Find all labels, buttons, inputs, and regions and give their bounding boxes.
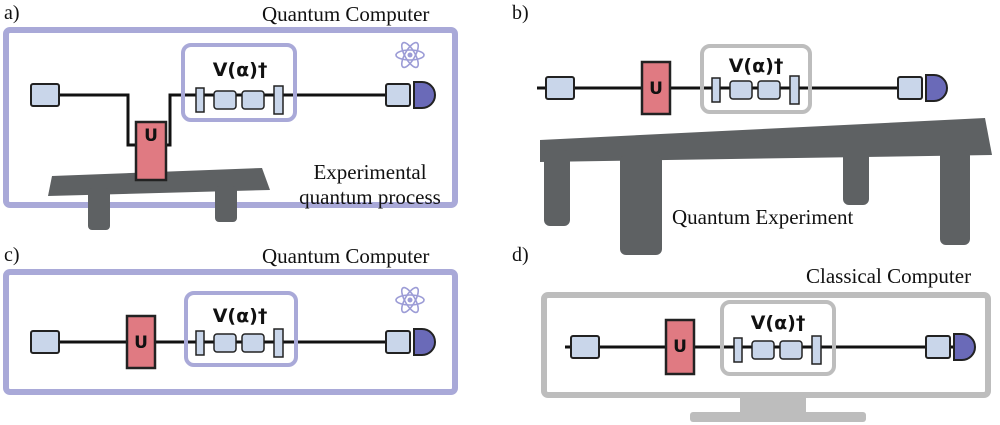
unitary-box-b <box>640 60 672 116</box>
unitary-label-d: U <box>673 337 687 357</box>
detector-icon <box>925 333 976 361</box>
quantum-computer-frame-c <box>3 269 458 395</box>
unitary-label-b: U <box>649 79 663 99</box>
optical-element-icon <box>195 85 284 115</box>
table-b <box>540 118 992 255</box>
panel-letter-b: b) <box>512 2 529 24</box>
variational-frame-b <box>700 44 812 114</box>
source-icon <box>30 330 60 354</box>
unitary-label-c: U <box>134 333 148 353</box>
optical-element-icon <box>711 75 800 105</box>
optical-element-icon <box>733 335 822 365</box>
variational-label-a: V(α)† <box>213 59 268 81</box>
variational-label-d: V(α)† <box>751 312 806 334</box>
detector-icon <box>385 328 436 356</box>
variational-label-b: V(α)† <box>729 55 784 77</box>
detector-icon <box>897 74 948 102</box>
panel-d: U V(α)† <box>541 292 991 422</box>
panel-b: U V(α)† <box>537 44 992 255</box>
monitor-stand <box>690 398 866 422</box>
atom-icon <box>395 39 425 71</box>
process-label-a: Experimental quantum process <box>290 160 450 210</box>
variational-frame-d <box>720 300 836 376</box>
panel-c: U V(α)† <box>3 269 458 395</box>
process-label-line1: Experimental <box>313 160 427 184</box>
unitary-label-a: U <box>144 126 158 146</box>
container-label-d: Classical Computer <box>806 264 972 288</box>
process-label-line2: quantum process <box>299 185 441 209</box>
source-icon <box>545 76 575 100</box>
unitary-box-d <box>664 318 696 376</box>
unitary-box-c <box>125 314 157 370</box>
container-label-a: Quantum Computer <box>262 2 430 26</box>
table-label-b: Quantum Experiment <box>672 205 854 229</box>
source-icon <box>570 335 600 359</box>
atom-icon <box>395 284 425 316</box>
source-icon <box>30 83 60 107</box>
container-label-c: Quantum Computer <box>262 244 430 268</box>
panel-a: U V(α)† <box>3 27 458 230</box>
variational-frame-a <box>181 43 297 122</box>
detector-icon <box>385 81 436 109</box>
panel-letter-d: d) <box>512 244 529 266</box>
variational-label-c: V(α)† <box>213 305 268 327</box>
unitary-box-a <box>134 120 168 182</box>
panel-letter-a: a) <box>4 2 20 24</box>
variational-frame-c <box>184 291 298 367</box>
panel-letter-c: c) <box>4 244 20 266</box>
table-a <box>48 168 270 230</box>
classical-computer-frame-d <box>541 292 991 398</box>
